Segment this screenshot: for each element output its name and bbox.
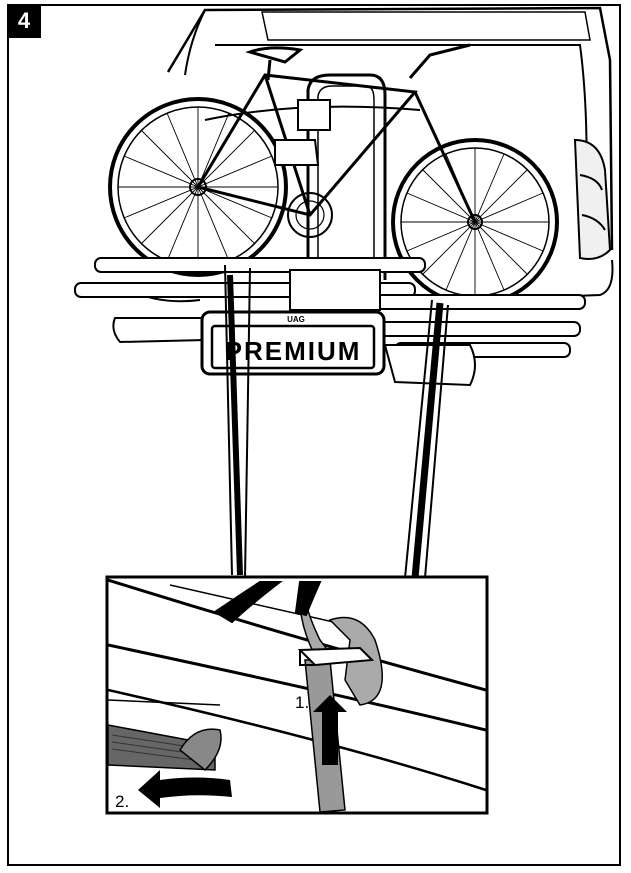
callout-pointer-lines	[224, 264, 449, 579]
detail-inset: 1. 2.	[105, 575, 489, 815]
arrow-up-icon	[313, 695, 347, 765]
step-number-badge: 4	[7, 4, 41, 38]
plate-text: PREMIUM	[225, 336, 362, 366]
bike-frame	[195, 43, 477, 238]
step2-label: 2.	[115, 792, 129, 811]
license-plate: PREMIUM UAG	[200, 310, 386, 376]
arrow-curved-left-icon	[138, 770, 232, 808]
car-rear	[129, 6, 614, 303]
figure-frame	[7, 4, 621, 866]
step1-label: 1.	[295, 693, 309, 712]
plate-brand-text: UAG	[287, 315, 305, 324]
rack-upright-arm	[274, 73, 387, 290]
